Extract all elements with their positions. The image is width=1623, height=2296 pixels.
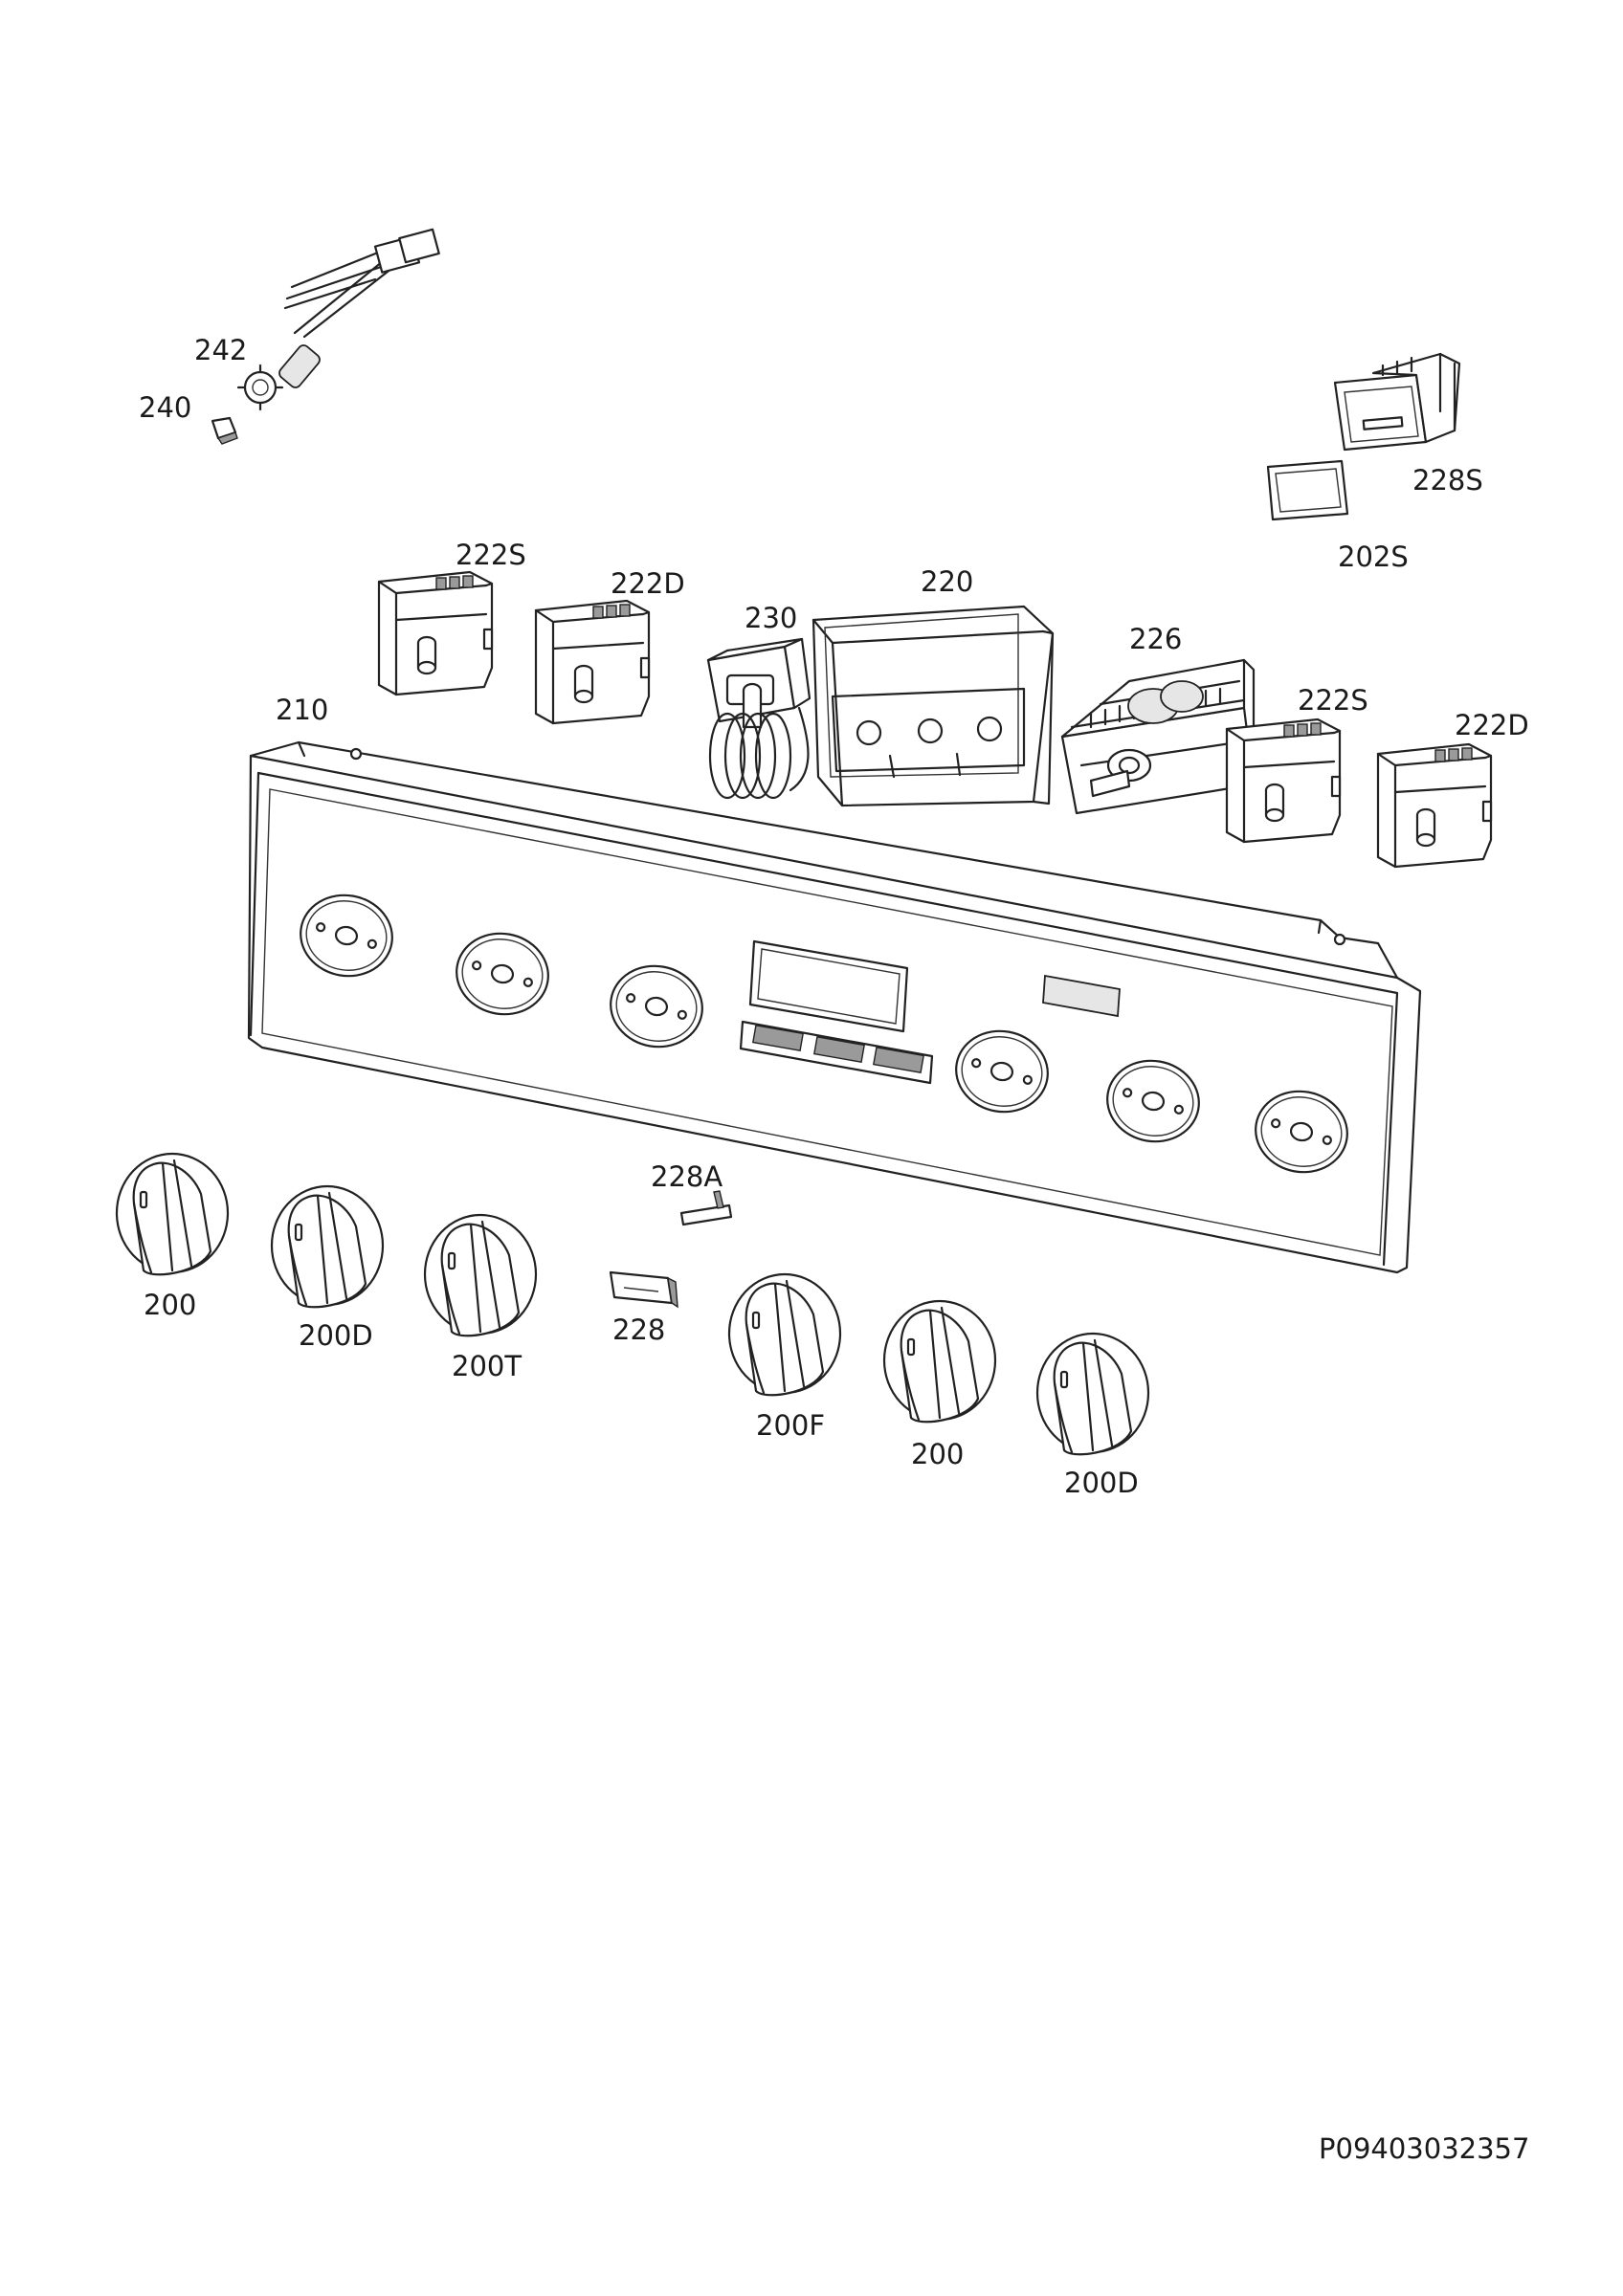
- part-label: 200D: [1064, 1467, 1139, 1499]
- part-label: 222S: [456, 539, 526, 571]
- switch-part-222S-left: [377, 570, 494, 696]
- programmer-part-220: [812, 605, 1055, 807]
- nut-part-240: [211, 416, 238, 445]
- control-panel-part-210: [247, 740, 1422, 1274]
- thermostat-part-230: [706, 637, 812, 800]
- part-label: 222D: [1455, 709, 1529, 741]
- part-label: 230: [745, 602, 797, 634]
- switch-part-222D-right: [1376, 742, 1493, 869]
- button-part-228: [609, 1270, 678, 1309]
- frame-part-202S: [1266, 459, 1349, 521]
- knob-part-200-left: [115, 1152, 230, 1276]
- part-label: 200F: [756, 1409, 825, 1442]
- part-label: 242: [194, 334, 247, 366]
- knob-part-200T: [423, 1213, 538, 1337]
- part-label: 240: [139, 391, 191, 424]
- part-label: 222S: [1298, 684, 1368, 717]
- switch-part-222S-right: [1225, 718, 1342, 844]
- part-label: 220: [921, 565, 973, 598]
- part-label: 200: [911, 1438, 964, 1470]
- part-label: 210: [276, 694, 328, 726]
- knob-part-200-right: [882, 1299, 997, 1424]
- document-code: P09403032357: [1319, 2132, 1529, 2165]
- part-label: 228A: [651, 1160, 723, 1193]
- knob-part-200F: [727, 1272, 842, 1397]
- cable-part-242: [236, 228, 440, 411]
- knob-part-200D-left: [270, 1184, 385, 1309]
- knob-part-200D-right: [1035, 1332, 1150, 1456]
- part-label: 200T: [452, 1350, 522, 1382]
- selector-part-226: [1060, 658, 1256, 815]
- socket-part-228S: [1333, 352, 1461, 452]
- part-label: 200D: [299, 1319, 373, 1352]
- part-label: 200: [144, 1289, 196, 1321]
- switch-part-222D-left: [534, 599, 651, 725]
- button-part-228A: [679, 1190, 733, 1226]
- part-label: 228: [612, 1314, 665, 1346]
- part-label: 222D: [611, 567, 685, 600]
- part-label: 226: [1129, 623, 1182, 655]
- part-label: 228S: [1412, 464, 1483, 497]
- part-label: 202S: [1338, 541, 1409, 573]
